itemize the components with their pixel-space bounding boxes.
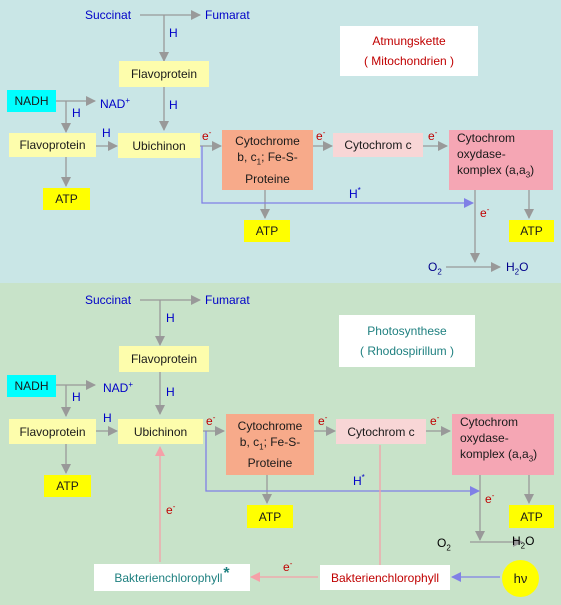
atp-badge: ATP [509, 505, 554, 528]
h-label: H [169, 98, 178, 112]
cytochrome-c-box: Cytochrom c [336, 419, 426, 444]
oxidase-complex-box: Cytochrom oxydase- komplex (a,a3) [449, 130, 553, 190]
ubichinon-box: Ubichinon [118, 133, 200, 158]
nadh-box: NADH [7, 90, 56, 112]
respiration-arrows [56, 10, 534, 272]
flavoprotein-top-box: Flavoprotein [119, 346, 209, 372]
oxygen-label: O2 [428, 260, 442, 277]
respiration-title: Atmungskette [372, 34, 446, 48]
cytochrome-c-box: Cytochrom c [333, 133, 423, 157]
electron-label: e- [283, 559, 293, 574]
bacteriochlorophyll-box: Bakterienchlorophyll [320, 565, 450, 590]
fumarat-label: Fumarat [205, 8, 250, 22]
atp-badge: ATP [44, 475, 91, 497]
electron-label: e- [430, 413, 440, 428]
cytochrome-b-box: Cytochrome b, c1; Fe-S- Proteine [226, 414, 314, 475]
oxygen-label: O2 [437, 536, 451, 553]
electron-label: e- [318, 413, 328, 428]
nadh-label: NADH [14, 94, 49, 108]
respiration-proton-arrow [201, 146, 474, 208]
nad-label: NAD+ [103, 380, 134, 395]
ubichinon-label: Ubichinon [132, 138, 186, 153]
water-label: H2O [506, 260, 529, 277]
ubichinon-box: Ubichinon [118, 419, 203, 444]
electron-label: e- [316, 128, 326, 143]
h-label: H [166, 311, 175, 325]
oxidase-complex-box: Cytochrom oxydase- komplex (a,a3) [452, 414, 554, 475]
nadh-box: NADH [7, 375, 56, 397]
electron-label: e- [428, 128, 438, 143]
atp-badge: ATP [509, 220, 554, 242]
respiration-subtitle: ( Mitochondrien ) [363, 54, 455, 68]
nad-label: NAD+ [100, 96, 131, 111]
photosynthesis-subtitle: ( Rhodospirillum ) [359, 344, 455, 358]
electron-label: e- [485, 491, 495, 506]
respiration-title-box: Atmungskette ( Mitochondrien ) [340, 26, 478, 76]
atp-badge: ATP [244, 220, 290, 242]
succinat-label: Succinat [85, 293, 132, 307]
electron-label: e- [166, 502, 176, 517]
photosynthesis-title-box: Photosynthese ( Rhodospirillum ) [339, 315, 475, 367]
bacteriochlorophyll-excited-box: Bakterienchlorophyll* [94, 564, 250, 591]
photosynthesis-title: Photosynthese [367, 324, 447, 338]
h-label: H [72, 390, 81, 404]
proton-label: H* [349, 186, 361, 201]
photosynthesis-arrows [56, 295, 534, 547]
electron-label: e- [480, 205, 490, 220]
h-label: H [103, 411, 112, 425]
h-label: H [102, 126, 111, 140]
h-label: H [169, 26, 178, 40]
h-label: H [72, 106, 81, 120]
flavoprotein-top-box: Flavoprotein [119, 61, 209, 87]
atp-badge: ATP [43, 188, 90, 210]
flavoprotein-left-box: Flavoprotein [9, 133, 96, 157]
excited-star-icon: * [223, 564, 230, 582]
flavoprotein-left-label: Flavoprotein [19, 138, 86, 152]
photosynthesis-proton-arrow [205, 431, 480, 496]
cytochrome-c-label: Cytochrom c [344, 138, 412, 152]
electron-label: e- [206, 413, 216, 428]
h-label: H [166, 385, 175, 399]
proton-label: H* [353, 473, 365, 488]
succinat-label: Succinat [85, 8, 132, 22]
light-hv-icon: hν [502, 560, 539, 597]
flavoprotein-left-box: Flavoprotein [9, 419, 96, 444]
water-label: H2O [512, 534, 535, 551]
flavoprotein-top-label: Flavoprotein [130, 67, 198, 81]
cytochrome-b-box: Cytochrome b, c1; Fe-S- Proteine [222, 130, 313, 190]
atp-badge: ATP [247, 505, 293, 528]
fumarat-label: Fumarat [205, 293, 250, 307]
electron-label: e- [202, 128, 212, 143]
